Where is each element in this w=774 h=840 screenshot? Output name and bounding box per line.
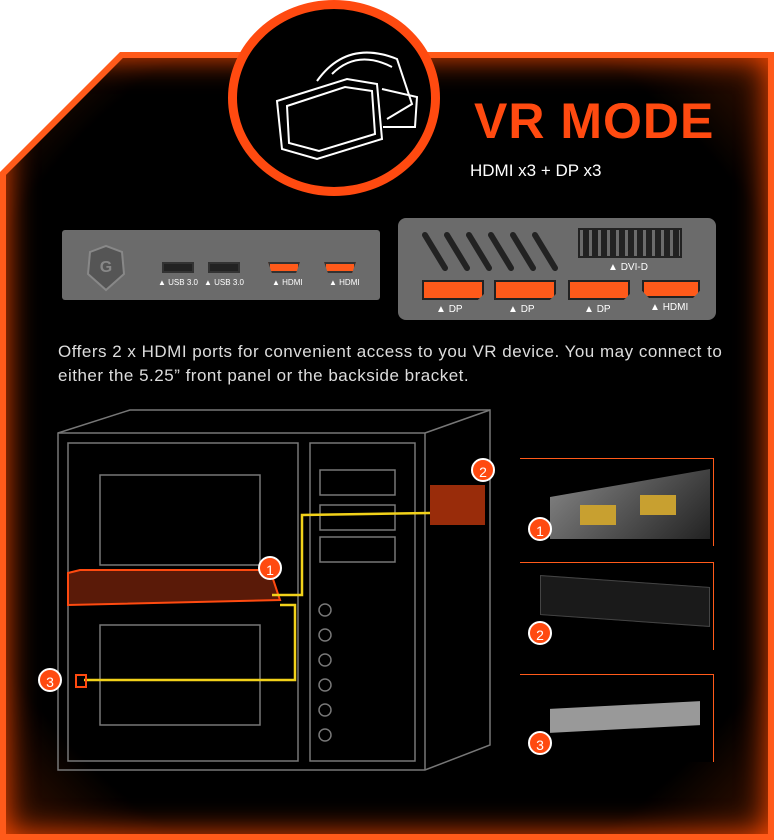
gpu-image bbox=[550, 469, 710, 539]
port-label-text: HDMI bbox=[662, 302, 689, 313]
gigabyte-logo-icon: G bbox=[86, 244, 126, 292]
port-label-text: HDMI bbox=[282, 278, 303, 287]
callout-badge: 3 bbox=[38, 668, 62, 692]
usb-port-icon bbox=[208, 262, 240, 273]
port-label: ▲ HDMI bbox=[650, 302, 689, 313]
rear-bracket-highlight bbox=[75, 674, 87, 688]
hdmi-port-icon bbox=[268, 262, 300, 273]
port-label: ▲ HDMI bbox=[329, 278, 360, 287]
graphics-card bbox=[67, 569, 282, 607]
port-label: ▲ DP bbox=[436, 304, 463, 315]
callout-badge: 1 bbox=[258, 556, 282, 580]
displayport-icon bbox=[494, 280, 556, 300]
callout-badge: 3 bbox=[528, 731, 552, 755]
callout-badge: 2 bbox=[528, 621, 552, 645]
page-title: VR MODE bbox=[474, 93, 715, 149]
dvi-port-icon bbox=[578, 228, 682, 258]
callout-badge: 1 bbox=[528, 517, 552, 541]
port-label-text: USB 3.0 bbox=[214, 278, 244, 287]
photo-rear-bracket: 3 bbox=[520, 674, 714, 762]
port-label-text: DP bbox=[520, 304, 535, 315]
callout-badge: 2 bbox=[471, 458, 495, 482]
drive-bay-highlight bbox=[430, 485, 485, 525]
port-summary: HDMI x3 + DP x3 bbox=[470, 161, 602, 180]
hdmi-port-icon bbox=[642, 280, 700, 298]
photo-gpu-hdmi: 1 bbox=[520, 458, 714, 546]
port-label: ▲ DP bbox=[508, 304, 535, 315]
port-label-text: HDMI bbox=[339, 278, 360, 287]
port-label-text: DP bbox=[596, 304, 611, 315]
vent-slots-icon bbox=[422, 232, 558, 271]
bracket-image bbox=[550, 701, 700, 733]
displayport-icon bbox=[568, 280, 630, 300]
hdmi-cable bbox=[84, 511, 431, 682]
vr-headset-badge bbox=[228, 0, 440, 196]
photo-front-panel: 2 bbox=[520, 562, 714, 650]
dvi-label: ▲ DVI-D bbox=[608, 262, 648, 273]
description: Offers 2 x HDMI ports for convenient acc… bbox=[58, 342, 723, 385]
port-label: ▲ USB 3.0 bbox=[204, 278, 244, 287]
front-panel: G ▲ USB 3.0 ▲ USB 3.0 ▲ HDMI ▲ HDMI bbox=[62, 230, 380, 300]
dvi-label-text: DVI-D bbox=[620, 262, 648, 273]
usb-port-icon bbox=[162, 262, 194, 273]
pc-case-diagram bbox=[57, 409, 491, 771]
vr-headset-icon bbox=[275, 51, 419, 161]
displayport-icon bbox=[422, 280, 484, 300]
hdmi-port-icon bbox=[324, 262, 356, 273]
front-panel-image bbox=[540, 575, 710, 627]
port-label: ▲ HDMI bbox=[272, 278, 303, 287]
hdmi-connector-icon bbox=[580, 505, 616, 525]
svg-text:G: G bbox=[100, 259, 112, 276]
hdmi-connector-icon bbox=[640, 495, 676, 515]
port-label: ▲ DP bbox=[584, 304, 611, 315]
port-label-text: DP bbox=[448, 304, 463, 315]
port-label: ▲ USB 3.0 bbox=[158, 278, 198, 287]
rear-bracket: ▲ DVI-D ▲ DP ▲ DP ▲ DP ▲ HDMI bbox=[398, 218, 716, 320]
port-label-text: USB 3.0 bbox=[168, 278, 198, 287]
